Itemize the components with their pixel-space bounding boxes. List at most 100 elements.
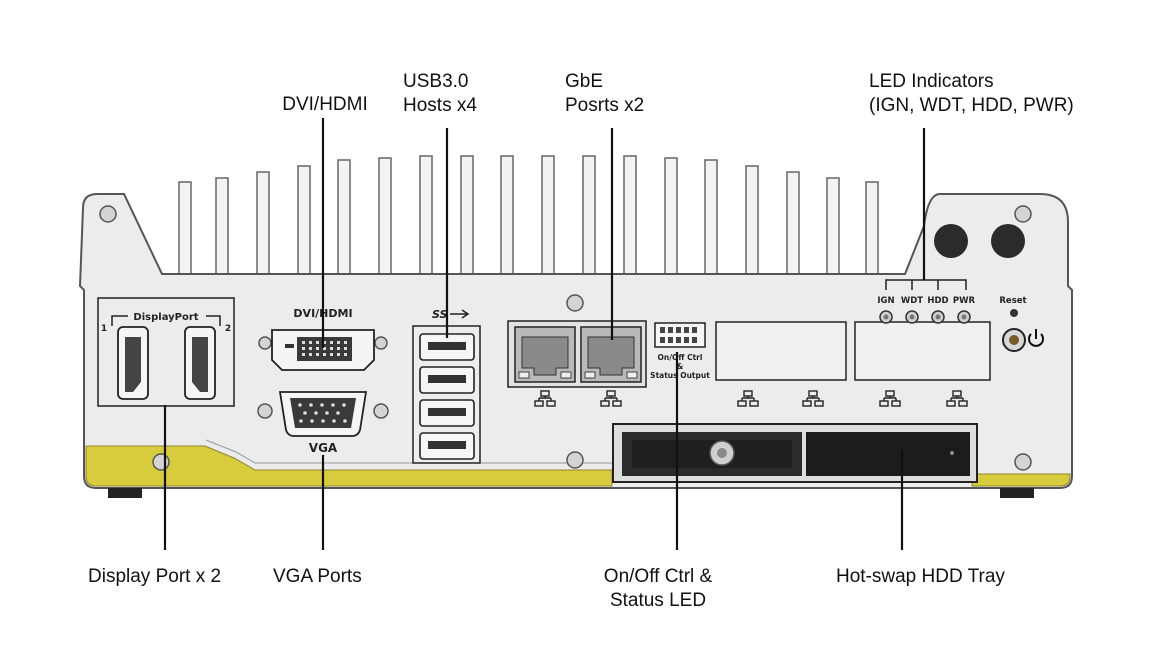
screws [99, 205, 1032, 471]
callout-onoff-line2: Status LED [609, 590, 707, 611]
gbe-port-2-led-left [584, 371, 596, 379]
callout-display-port-text: Display Port x 2 [88, 566, 222, 587]
screw-icon [374, 336, 388, 350]
displayport-2-socket [192, 337, 208, 392]
foot-right [1000, 488, 1034, 498]
foot-left [108, 488, 142, 498]
displayport-group-label: DisplayPort [133, 312, 198, 323]
screw-icon [152, 453, 170, 471]
callout-gbe: GbE Posrts x2 [565, 70, 644, 118]
fin [865, 181, 879, 275]
onoff-panel-label-3: Status Output [650, 371, 710, 380]
network-icon [737, 390, 759, 407]
vga-pins [298, 403, 347, 423]
gbe-port-1-led-right [560, 371, 572, 379]
callout-usb: USB3.0 Hosts x4 [403, 70, 477, 118]
fin [460, 155, 474, 275]
fin [215, 177, 229, 275]
gbe-port-1-led-left [518, 371, 530, 379]
onoff-panel-label-2: & [677, 362, 684, 371]
callout-usb-line1: USB3.0 [403, 71, 469, 92]
displayport-1-socket [125, 337, 141, 392]
onoff-terminal[interactable] [654, 322, 706, 348]
reset-button[interactable] [1010, 309, 1018, 317]
screw-icon [566, 451, 584, 469]
callout-led-line2: (IGN, WDT, HDD, PWR) [869, 95, 1074, 116]
callout-onoff-line1: On/Off Ctrl & [603, 566, 713, 587]
heatsink-fins [178, 155, 879, 275]
expansion-slot-right [854, 321, 991, 381]
screw-icon [1014, 453, 1032, 471]
displayport-group: DisplayPort 1 2 [97, 297, 235, 407]
fin [826, 177, 840, 275]
callout-led-line1: LED Indicators [869, 71, 994, 92]
led-indicator-group: IGN WDT HDD PWR [877, 279, 976, 324]
fin [541, 155, 555, 275]
power-icon [1028, 329, 1044, 347]
onoff-terminal-group: On/Off Ctrl & Status Output [650, 322, 710, 380]
expansion-slot-left [715, 321, 847, 381]
hdd-tray-indicator [950, 451, 954, 455]
network-icons [534, 390, 968, 407]
accent-stripe-right [971, 473, 1071, 487]
led-bracket [885, 279, 967, 290]
led-label-hdd: HDD [927, 296, 948, 306]
screw-icon [373, 403, 389, 419]
network-icon [879, 390, 901, 407]
fin [664, 157, 678, 275]
hdd-tray-lock-inner [717, 448, 727, 458]
fin [419, 155, 433, 275]
reset-label: Reset [999, 296, 1026, 306]
usb-port-1-tongue [428, 342, 466, 350]
antenna-hole-left [934, 224, 968, 258]
callout-vga-text: VGA Ports [273, 566, 362, 587]
callout-vga: VGA Ports [273, 565, 362, 589]
onoff-panel-label-1: On/Off Ctrl [658, 353, 703, 362]
callout-usb-line2: Hosts x4 [403, 95, 477, 116]
power-button-inner [1009, 335, 1019, 345]
screw-icon [99, 205, 117, 223]
network-icon [600, 390, 622, 407]
fin [178, 181, 192, 275]
fin [623, 155, 637, 275]
callout-display-port: Display Port x 2 [88, 565, 221, 589]
screw-icon [258, 336, 272, 350]
network-icon [802, 390, 824, 407]
dvi-hdmi-port-group: DVI/HDMI [271, 307, 375, 371]
gbe-port-1-socket [521, 336, 569, 376]
network-icon [946, 390, 968, 407]
fin [786, 171, 800, 275]
fin [337, 159, 351, 275]
callout-led: LED Indicators (IGN, WDT, HDD, PWR) [869, 70, 1074, 118]
callout-dvi-hdmi-text: DVI/HDMI [282, 94, 368, 115]
leader-lines [163, 118, 926, 550]
onoff-terminal-pins [660, 327, 697, 343]
usb-port-4-tongue [428, 441, 466, 449]
fin [582, 155, 596, 275]
callout-hdd-tray: Hot-swap HDD Tray [836, 565, 1005, 589]
dvi-blade [285, 344, 294, 348]
vga-socket [290, 398, 356, 428]
usb-port-2-tongue [428, 375, 466, 383]
callout-dvi-hdmi: DVI/HDMI [270, 93, 380, 117]
fin [745, 165, 759, 275]
hdd-tray-handle[interactable] [806, 432, 970, 476]
callout-gbe-line1: GbE [565, 71, 604, 92]
gbe-port-2-socket [587, 336, 635, 376]
gbe-port-group [507, 320, 647, 388]
led-label-pwr: PWR [953, 296, 976, 306]
accent-stripe [85, 445, 613, 487]
usb-superspeed-logo: SS [432, 308, 448, 321]
vga-port-group: VGA [278, 391, 368, 455]
fin [297, 165, 311, 275]
screw-icon [566, 294, 584, 312]
screw-icon [1014, 205, 1032, 223]
antenna-hole-right [991, 224, 1025, 258]
dvi-pins [302, 341, 347, 356]
dp-port-2-label: 2 [225, 324, 231, 334]
displayport-bracket [111, 315, 221, 326]
usb-trident-icon [450, 309, 470, 319]
fin [378, 157, 392, 275]
dp-port-1-label: 1 [101, 324, 107, 334]
